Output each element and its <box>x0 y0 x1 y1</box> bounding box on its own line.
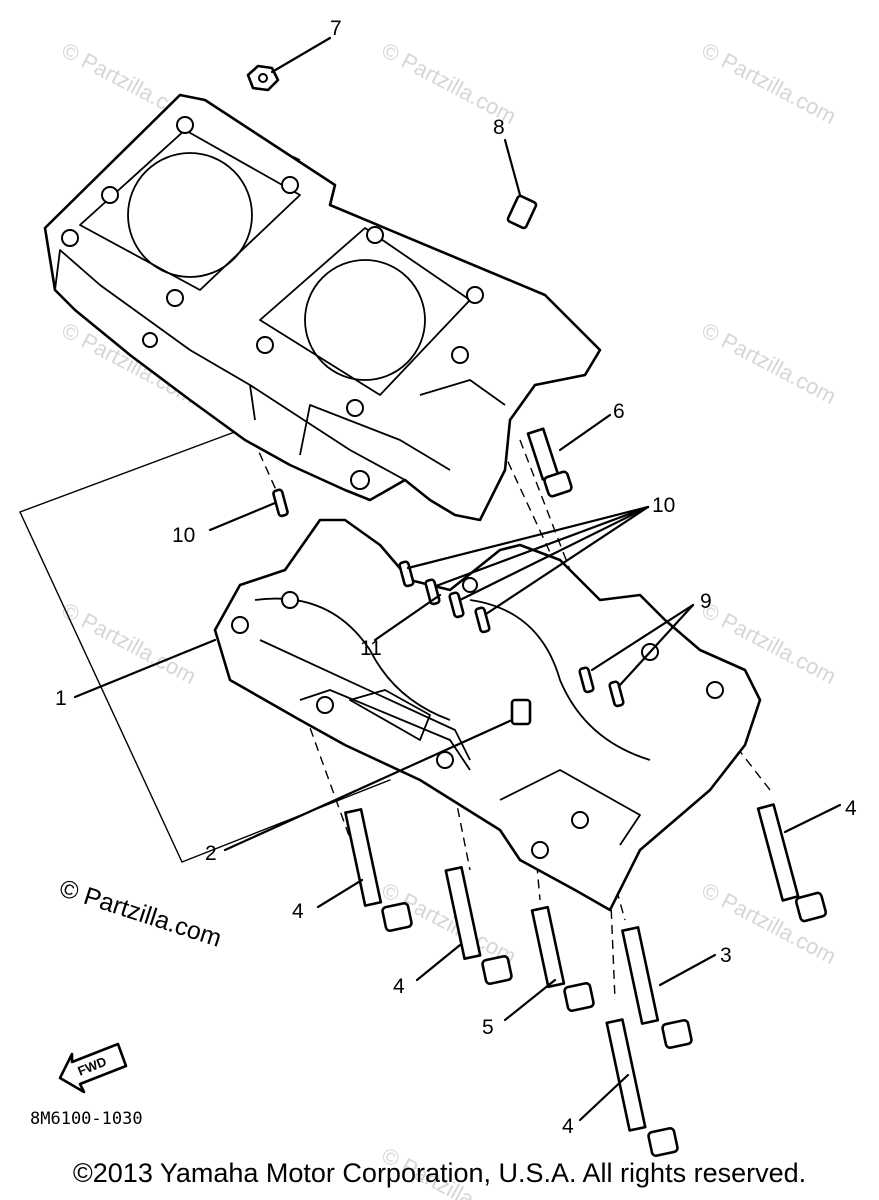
copyright-notice: ©2013 Yamaha Motor Corporation, U.S.A. A… <box>72 1158 807 1188</box>
callout-5: 5 <box>482 1016 494 1039</box>
partzilla-label: © Partzilla.com <box>56 874 225 953</box>
callout-4-bottom: 4 <box>562 1115 574 1138</box>
small-parts <box>246 64 828 1157</box>
leader-lines <box>73 36 842 1122</box>
callout-4-left: 4 <box>292 900 304 923</box>
callout-10-left: 10 <box>172 524 195 547</box>
callout-7: 7 <box>330 17 342 40</box>
callout-1: 1 <box>55 687 67 710</box>
bolt-part-4-d <box>756 803 828 923</box>
nut-part-7 <box>246 64 280 92</box>
watermark: © Partzilla.com <box>698 37 841 129</box>
callout-4-middle: 4 <box>393 975 405 998</box>
bolt-part-6 <box>526 427 573 498</box>
plug-part-2 <box>510 698 532 726</box>
upper-crankcase <box>43 93 602 522</box>
lower-crankcase <box>213 518 762 912</box>
callout-2: 2 <box>205 842 217 865</box>
drawing-code: 8M6100-1030 <box>30 1109 143 1129</box>
callout-9: 9 <box>700 590 712 613</box>
bolt-part-3 <box>621 926 693 1049</box>
plug-part-8 <box>506 194 538 230</box>
watermark: © Partzilla.com <box>698 317 841 409</box>
callout-10-right: 10 <box>652 494 675 517</box>
bolt-part-4-c <box>605 1018 679 1157</box>
fwd-arrow-icon: FWD <box>58 1042 128 1094</box>
callout-11: 11 <box>360 637 382 660</box>
bolt-part-5 <box>530 905 595 1012</box>
bolt-part-4-a <box>344 808 413 932</box>
callout-4-right: 4 <box>845 797 857 820</box>
dowel-pins <box>272 488 625 708</box>
callout-6: 6 <box>613 400 625 423</box>
callout-numbers: 7 8 6 10 10 9 11 1 2 4 4 3 4 5 4 <box>55 17 857 1138</box>
bolt-part-4-b <box>444 866 513 985</box>
callout-8: 8 <box>493 116 505 139</box>
callout-3: 3 <box>720 944 732 967</box>
